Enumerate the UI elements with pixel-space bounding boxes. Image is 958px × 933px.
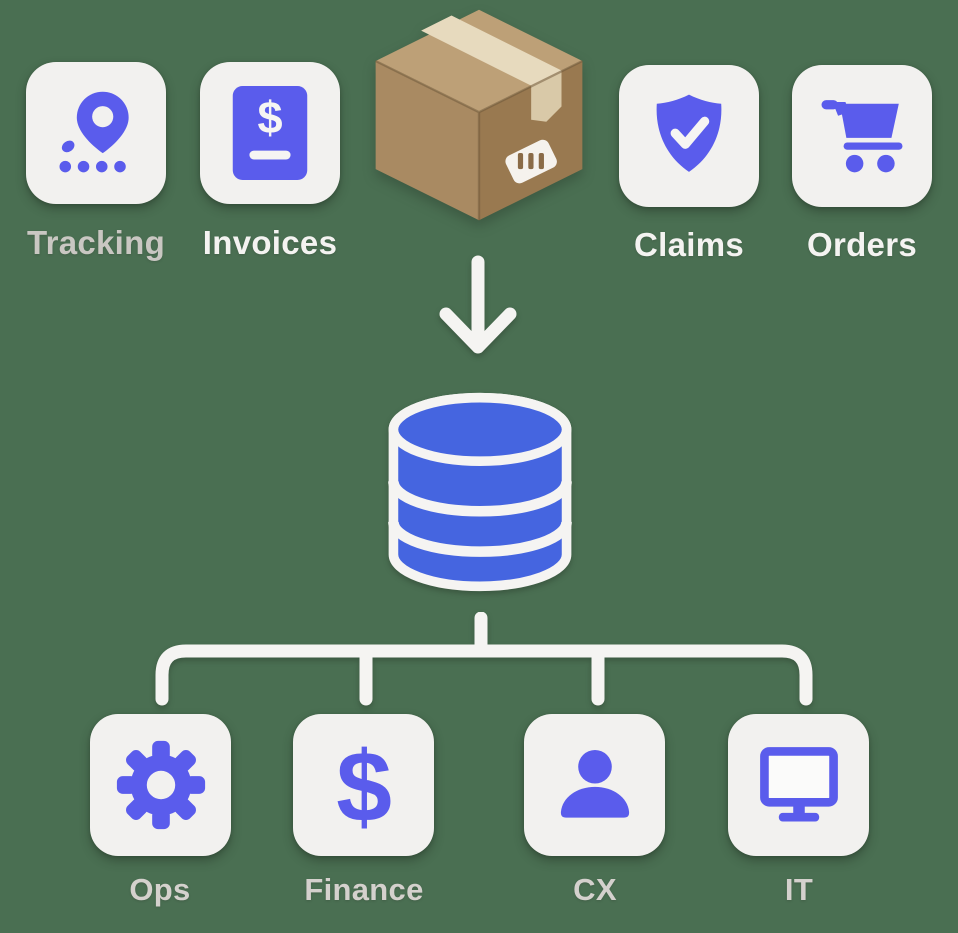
dollar-icon: $ [336, 735, 392, 835]
database-icon [379, 385, 581, 599]
cart-icon [821, 100, 903, 173]
down-arrow-icon [423, 255, 533, 357]
claims-label: Claims [633, 226, 745, 263]
monitor-icon [759, 747, 838, 822]
ops-label: Ops [129, 872, 191, 907]
connector-tree [150, 612, 820, 707]
orders-label: Orders [806, 226, 918, 263]
tracking-label: Tracking [26, 224, 166, 261]
invoice-icon: $ [232, 85, 308, 181]
it-label: IT [784, 872, 814, 907]
orders-card [792, 65, 932, 207]
invoices-card: $ [200, 62, 340, 204]
invoices-label: Invoices [202, 224, 338, 261]
tracking-card [26, 62, 166, 204]
cx-label: CX [573, 872, 617, 907]
it-card [728, 714, 869, 856]
cx-card [524, 714, 665, 856]
gear-icon [116, 740, 205, 830]
svg-text:$: $ [336, 735, 392, 835]
ops-card [90, 714, 231, 856]
finance-label: Finance [304, 872, 424, 907]
route-pin-icon [59, 91, 129, 173]
shield-check-icon [656, 94, 722, 172]
svg-text:$: $ [257, 92, 282, 143]
claims-card [619, 65, 759, 207]
package-box [368, 6, 590, 226]
finance-card: $ [293, 714, 434, 856]
person-icon [560, 749, 629, 818]
